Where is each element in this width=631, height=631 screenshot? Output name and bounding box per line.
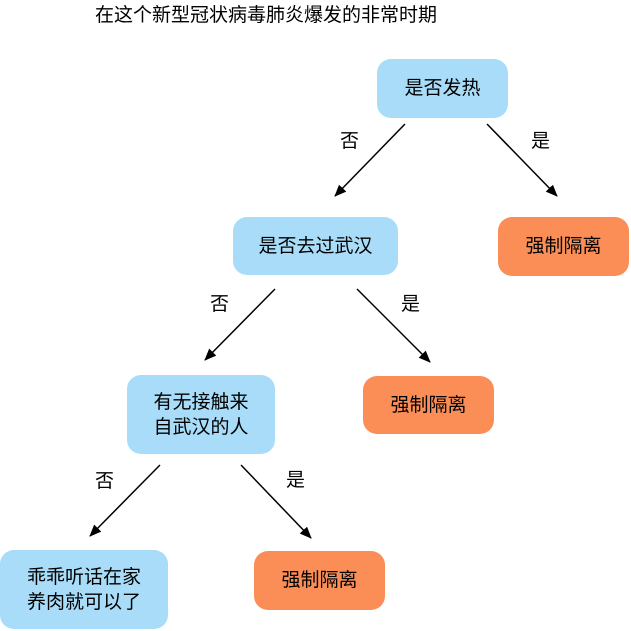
node-quarantine-1: 强制隔离 (498, 217, 629, 276)
edge-label-q3-no: 否 (95, 470, 115, 492)
edge-label-q2-no: 否 (210, 293, 230, 315)
edge-q3-no (89, 464, 161, 537)
node-stay-home-line1: 乖乖听话在家 (26, 565, 141, 588)
edge-label-q1-no: 否 (340, 130, 360, 152)
node-quarantine-2: 强制隔离 (363, 376, 494, 434)
node-contact-line1: 有无接触来 (153, 390, 249, 413)
node-wuhan-visit-label: 是否去过武汉 (258, 234, 373, 257)
edge-label-q1-yes: 是 (531, 130, 551, 152)
node-stay-home: 乖乖听话在家 养肉就可以了 (0, 550, 168, 629)
node-quarantine-3: 强制隔离 (254, 551, 385, 610)
node-stay-home-line2: 养肉就可以了 (26, 590, 141, 613)
edge-q2-yes (356, 288, 431, 363)
node-fever-label: 是否发热 (404, 77, 481, 99)
node-contact-line2: 自武汉的人 (153, 415, 249, 438)
edge-q1-yes (486, 123, 558, 197)
edge-label-q3-yes: 是 (286, 469, 306, 491)
edge-q2-no (204, 288, 276, 361)
node-fever: 是否发热 (377, 59, 508, 118)
edge-q1-no (334, 123, 406, 197)
edge-label-q2-yes: 是 (401, 293, 421, 315)
edge-q3-yes (240, 464, 312, 539)
node-quarantine-1-label: 强制隔离 (525, 235, 602, 257)
node-quarantine-2-label: 强制隔离 (390, 393, 467, 416)
diagram-title: 在这个新型冠状病毒肺炎爆发的非常时期 (95, 4, 438, 26)
node-contact: 有无接触来 自武汉的人 (127, 375, 275, 454)
node-quarantine-3-label: 强制隔离 (281, 569, 358, 591)
node-wuhan-visit: 是否去过武汉 (233, 217, 398, 275)
